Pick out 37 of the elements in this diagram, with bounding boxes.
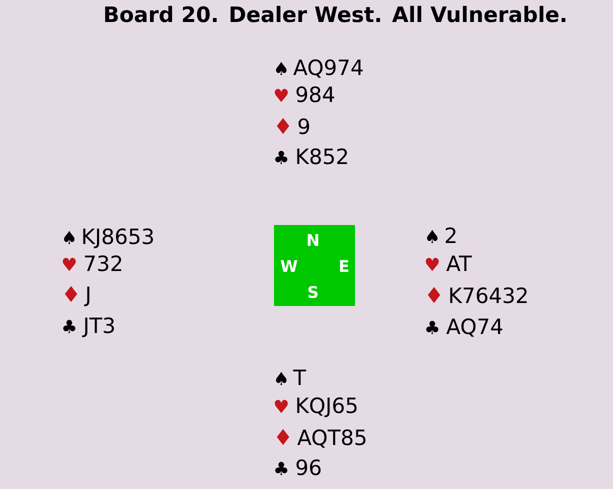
suit-symbol: ♦ bbox=[64, 286, 78, 302]
card-holding: AQ974 bbox=[293, 59, 363, 78]
compass-letter: S bbox=[308, 286, 318, 298]
card-holding: T bbox=[293, 370, 306, 385]
suit-symbol: ♠ bbox=[64, 230, 74, 244]
card-holding: K852 bbox=[297, 148, 347, 164]
suit-symbol: ♦ bbox=[428, 286, 440, 303]
compass-letter: E bbox=[340, 260, 348, 272]
card-holding: AT bbox=[446, 256, 472, 271]
suit-symbol: ♣ bbox=[275, 462, 288, 475]
card-holding: 9 bbox=[298, 118, 310, 134]
suit-symbol: ♥ bbox=[62, 258, 76, 271]
card-holding: KQJ65 bbox=[297, 397, 357, 418]
card-holding: AQT85 bbox=[297, 429, 366, 448]
suit-symbol: ♠ bbox=[427, 230, 438, 243]
compass-letter: W bbox=[280, 260, 298, 272]
suit-symbol: ♣ bbox=[275, 150, 288, 164]
suit-symbol: ♦ bbox=[276, 118, 290, 134]
suit-symbol: ♥ bbox=[426, 258, 439, 271]
suit-symbol: ♠ bbox=[276, 62, 286, 75]
suit-symbol: ♦ bbox=[276, 428, 290, 445]
suit-symbol: ♣ bbox=[426, 320, 438, 334]
card-holding: KJ8653 bbox=[83, 228, 153, 248]
suit-symbol: ♠ bbox=[276, 372, 286, 385]
card-holding: JT3 bbox=[82, 317, 114, 338]
card-holding: 732 bbox=[84, 255, 122, 272]
card-holding: 96 bbox=[296, 459, 321, 476]
suit-symbol: ♣ bbox=[63, 320, 76, 333]
card-holding: 2 bbox=[446, 227, 456, 243]
card-holding: K76432 bbox=[450, 287, 527, 304]
suit-symbol: ♥ bbox=[274, 88, 288, 102]
card-holding: 984 bbox=[296, 86, 334, 102]
compass-letter: N bbox=[308, 234, 318, 246]
card-holding: J bbox=[84, 286, 90, 306]
suit-symbol: ♥ bbox=[274, 400, 288, 413]
card-holding: AQ74 bbox=[446, 318, 502, 337]
title: Board 20. Dealer West. All Vulnerable. bbox=[105, 6, 566, 22]
